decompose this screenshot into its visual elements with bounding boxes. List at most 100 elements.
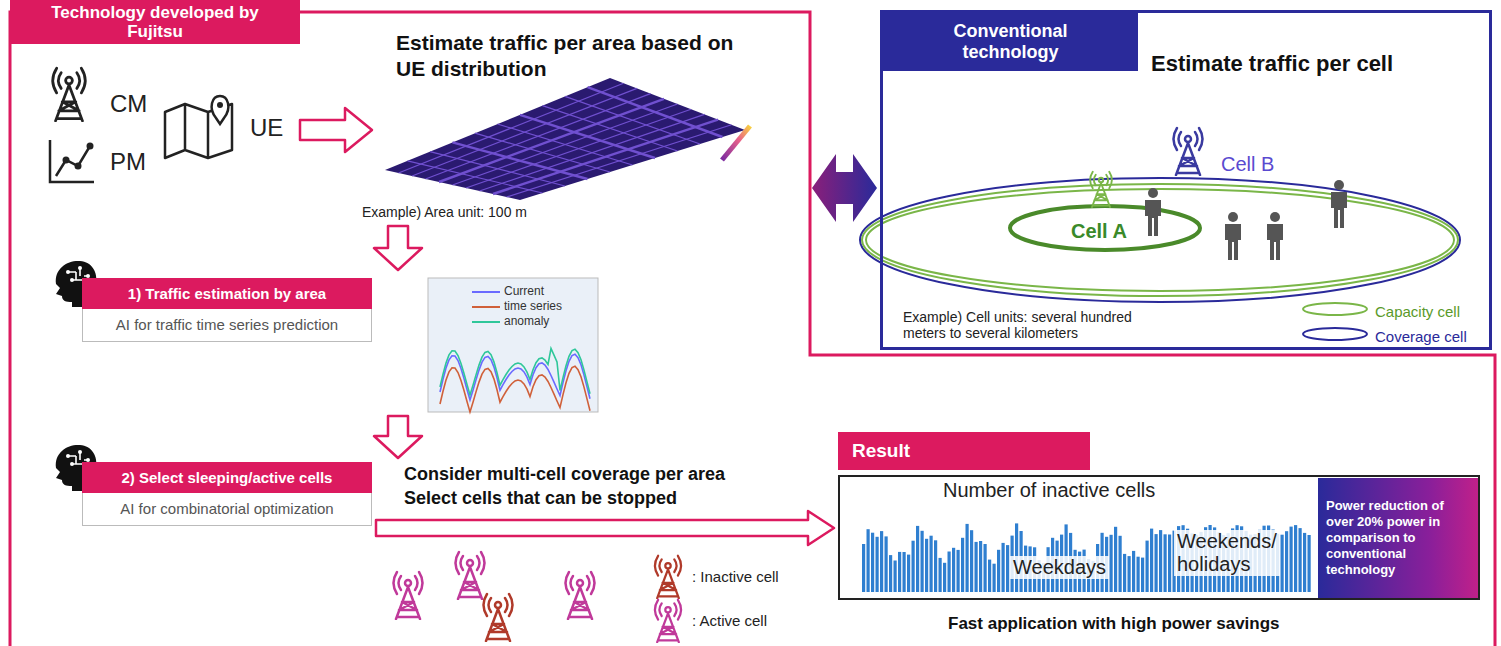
bars xyxy=(885,536,888,592)
towers xyxy=(484,594,513,641)
bars xyxy=(1128,556,1131,592)
towers xyxy=(394,572,423,619)
bars xyxy=(1141,558,1144,592)
heatmap xyxy=(385,78,750,200)
tab-title: Result xyxy=(852,440,910,462)
heatmap xyxy=(399,83,732,197)
legend-label: : Active cell xyxy=(692,612,767,629)
label: Cell A xyxy=(1071,220,1127,243)
legend-label: : Inactive cell xyxy=(692,568,779,585)
bars xyxy=(1002,543,1005,592)
heatmap xyxy=(385,78,745,200)
bars xyxy=(979,541,982,592)
hollow-arrows xyxy=(374,416,422,458)
bars xyxy=(1168,535,1171,593)
bars xyxy=(939,558,942,592)
bars xyxy=(1303,533,1306,592)
bars xyxy=(966,524,969,592)
bars xyxy=(1294,525,1297,592)
coverage-illustration xyxy=(1331,180,1347,228)
input-icons xyxy=(63,157,70,164)
input-icons xyxy=(75,163,82,170)
bars xyxy=(1285,531,1288,592)
coverage-illustration xyxy=(1303,303,1367,315)
legend-label: Coverage cell xyxy=(1375,328,1467,345)
bars xyxy=(1146,541,1149,592)
label: Example) Cell units: several hundred met… xyxy=(903,309,1165,341)
bars xyxy=(1132,551,1135,592)
result-note: Power reduction of over 20% power in com… xyxy=(1326,498,1470,578)
chart-title: Number of inactive cells xyxy=(940,479,1158,502)
step-title: 1) Traffic estimation by area xyxy=(82,278,372,309)
time-series-chart xyxy=(428,278,598,412)
bars xyxy=(952,548,955,592)
input-icons xyxy=(50,68,232,182)
heatmap xyxy=(426,94,651,179)
bars xyxy=(1119,536,1122,592)
bars xyxy=(961,538,964,592)
bars xyxy=(871,533,874,592)
bars xyxy=(867,529,870,592)
label: Cell B xyxy=(1221,153,1274,176)
bars xyxy=(921,531,924,592)
label: Fast application with high power savings xyxy=(948,614,1280,634)
bars xyxy=(957,550,960,592)
coverage-illustration xyxy=(866,189,1454,291)
legend-label: Current xyxy=(504,284,544,298)
tab: Conventional technology xyxy=(883,13,1138,71)
coverage-illustration xyxy=(860,128,1460,340)
coverage-illustration xyxy=(860,178,1460,302)
bars xyxy=(1281,535,1284,592)
input-icons xyxy=(217,102,223,108)
step-body: AI for combinatorial optimization xyxy=(82,493,372,526)
input-icons xyxy=(53,68,85,121)
label: Example) Area unit: 100 m xyxy=(362,204,527,220)
result-box: Power reduction of over 20% power in com… xyxy=(1318,478,1478,598)
towers xyxy=(566,572,595,619)
input-icons xyxy=(50,140,94,182)
bars xyxy=(894,561,897,593)
bars xyxy=(876,537,879,592)
tab: Technology developed by Fujitsu xyxy=(10,0,300,44)
input-icons xyxy=(87,143,94,150)
heatmap xyxy=(588,87,723,137)
bars xyxy=(1123,554,1126,592)
bars xyxy=(862,523,1311,592)
bars xyxy=(934,540,937,592)
time-series-chart xyxy=(472,321,500,323)
bars xyxy=(912,541,915,592)
hollow-arrows xyxy=(300,108,372,152)
coverage-illustration xyxy=(1303,328,1367,340)
time-series-chart xyxy=(472,291,500,293)
bars xyxy=(970,530,973,592)
bars xyxy=(907,555,910,592)
bars xyxy=(975,542,978,592)
bars xyxy=(862,544,865,592)
towers xyxy=(456,552,485,599)
heatmap xyxy=(493,120,718,194)
bars xyxy=(988,560,991,592)
coverage-illustration xyxy=(1174,128,1203,175)
bars xyxy=(1159,530,1162,592)
bars xyxy=(898,552,901,592)
process-box: 1) Traffic estimation by areaAI for traf… xyxy=(82,278,372,342)
heatmap xyxy=(480,114,705,191)
towers xyxy=(394,552,682,642)
bars xyxy=(1299,528,1302,592)
coverage-illustration xyxy=(862,184,1458,296)
time-series-chart xyxy=(440,349,590,412)
coverage-illustration xyxy=(1010,206,1200,250)
label: CM xyxy=(110,90,147,118)
bars xyxy=(1114,527,1117,592)
bars xyxy=(903,552,906,592)
result-panel: Power reduction of over 20% power in com… xyxy=(838,432,1483,602)
coverage-illustration xyxy=(1090,172,1112,207)
bars xyxy=(993,564,996,592)
towers xyxy=(655,556,681,598)
heading: Estimate traffic per cell xyxy=(1151,51,1393,77)
time-series-chart xyxy=(440,349,590,395)
axis-label: Weekends/ holidays xyxy=(1174,530,1280,576)
bars xyxy=(943,563,946,592)
bars xyxy=(1137,557,1140,592)
